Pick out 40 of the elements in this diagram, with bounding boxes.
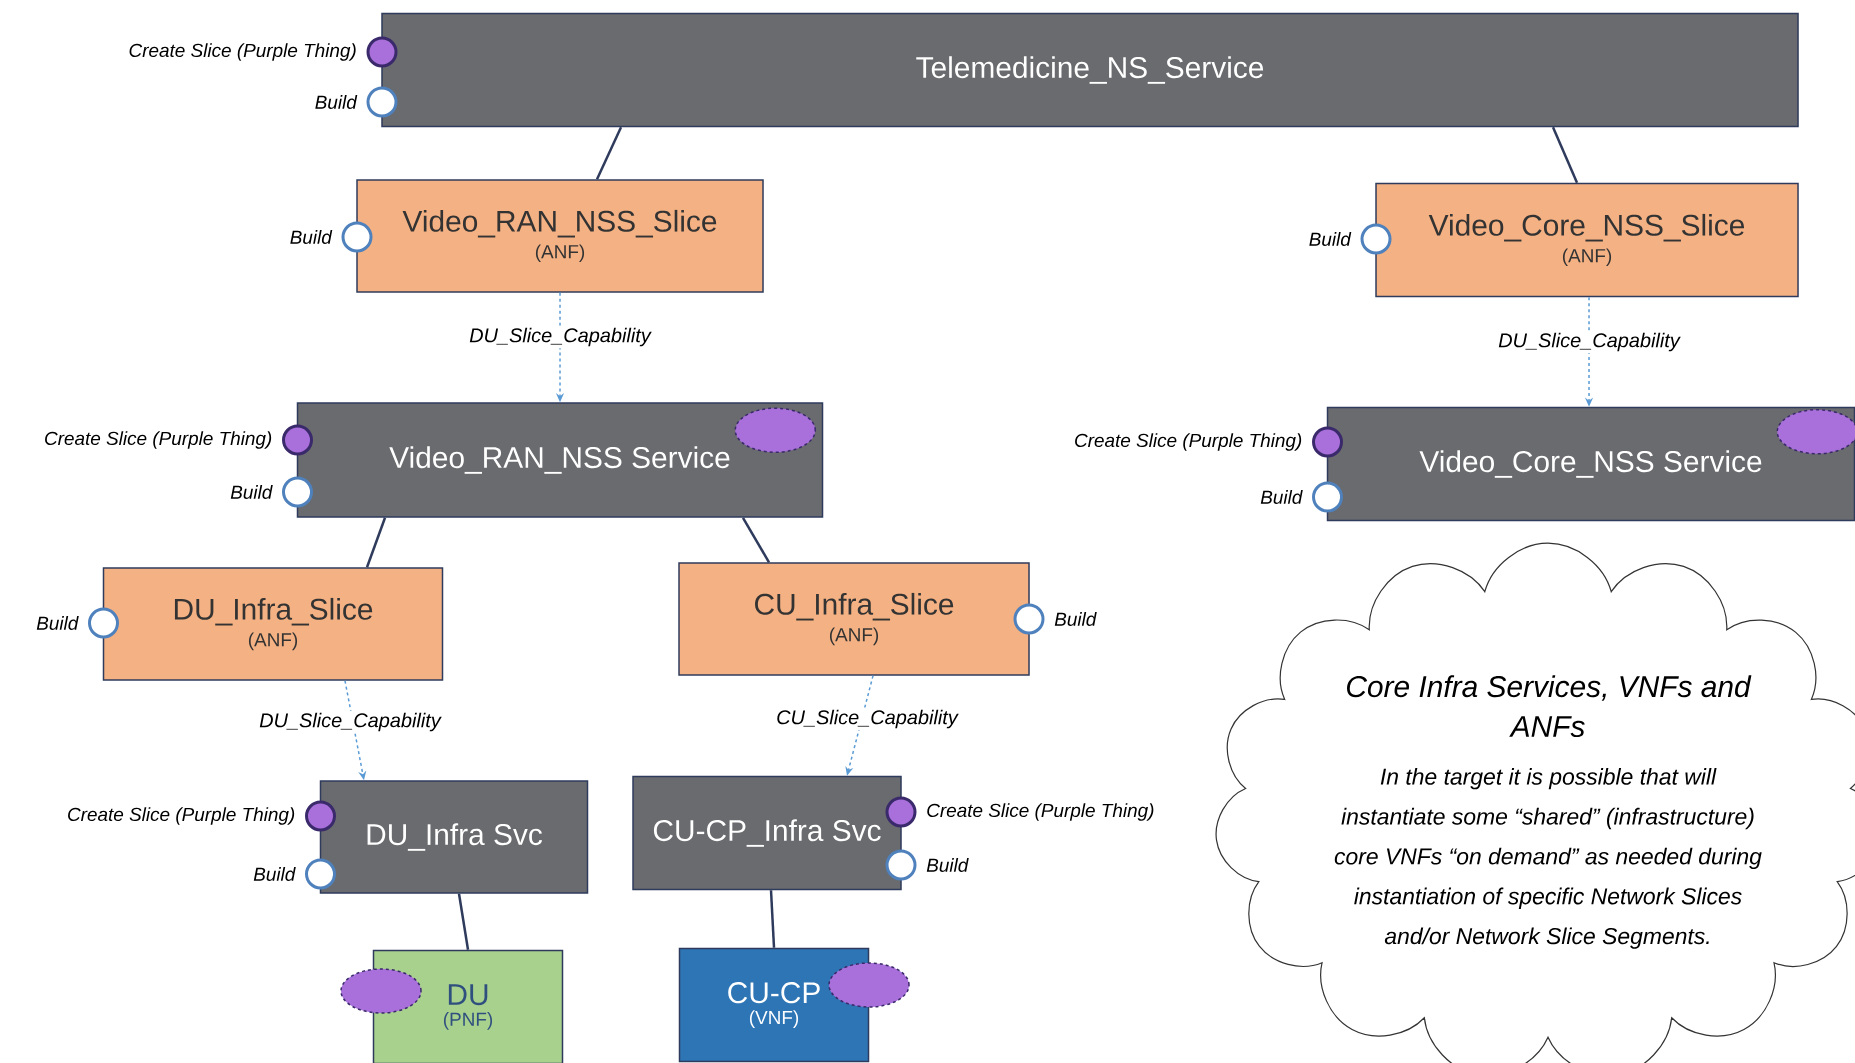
connector bbox=[741, 517, 771, 563]
connector bbox=[769, 890, 776, 948]
oval-marker bbox=[340, 968, 422, 1014]
port-label: Build bbox=[230, 485, 273, 499]
service-box: DU_Infra Svc bbox=[319, 780, 589, 894]
edge-label: DU_Slice_Capability bbox=[257, 710, 443, 734]
edge-label: DU_Slice_Capability bbox=[467, 325, 653, 349]
port-label: Create Slice (Purple Thing) bbox=[129, 43, 356, 61]
edge-label: DU_Slice_Capability bbox=[1496, 330, 1682, 354]
port-label: Create Slice (Purple Thing) bbox=[68, 807, 295, 825]
port-label: Build bbox=[36, 616, 79, 630]
port-label: Build bbox=[1054, 612, 1097, 626]
port-label: Create Slice (Purple Thing) bbox=[45, 431, 272, 449]
connector bbox=[365, 517, 387, 568]
connector bbox=[1551, 126, 1579, 184]
slice-box: Video_Core_NSS_Slice (ANF) bbox=[1375, 182, 1799, 298]
oval-marker bbox=[734, 407, 816, 453]
port-label: Create Slice (Purple Thing) bbox=[927, 803, 1154, 821]
service-box: Video_Core_NSS Service bbox=[1326, 406, 1855, 522]
port-label: Build bbox=[1309, 232, 1352, 246]
port-label: Build bbox=[1260, 490, 1303, 504]
port-label: Build bbox=[926, 858, 969, 872]
connector bbox=[595, 126, 623, 180]
edge-label: CU_Slice_Capability bbox=[774, 707, 960, 731]
slice-box: CU_Infra_Slice (ANF) bbox=[678, 562, 1030, 676]
slice-box: Video_RAN_NSS_Slice (ANF) bbox=[356, 179, 764, 293]
port-label: Create Slice (Purple Thing) bbox=[1075, 433, 1302, 451]
port-label: Build bbox=[290, 230, 333, 244]
service-box: Telemedicine_NS_Service bbox=[381, 12, 1799, 128]
port-label: Build bbox=[315, 95, 358, 109]
port-label: Build bbox=[253, 867, 296, 881]
service-box: CU-CP_Infra Svc bbox=[632, 775, 902, 891]
oval-marker bbox=[828, 962, 910, 1008]
service-box: Video_RAN_NSS Service bbox=[296, 402, 824, 518]
connector bbox=[457, 893, 470, 950]
function-box: DU (PNF) bbox=[372, 949, 564, 1063]
cloud-callout: Core Infra Services, VNFs and ANFs In the target it is possible that will instantiate some “shared” (infrastructure) core VNFs “on demand” as needed during instantiation of specific Network Slices and/or Network Slice Segments. bbox=[1215, 542, 1855, 1063]
slice-box: DU_Infra_Slice (ANF) bbox=[102, 567, 444, 681]
function-box: CU-CP (VNF) bbox=[678, 947, 870, 1063]
oval-marker bbox=[1776, 409, 1855, 455]
